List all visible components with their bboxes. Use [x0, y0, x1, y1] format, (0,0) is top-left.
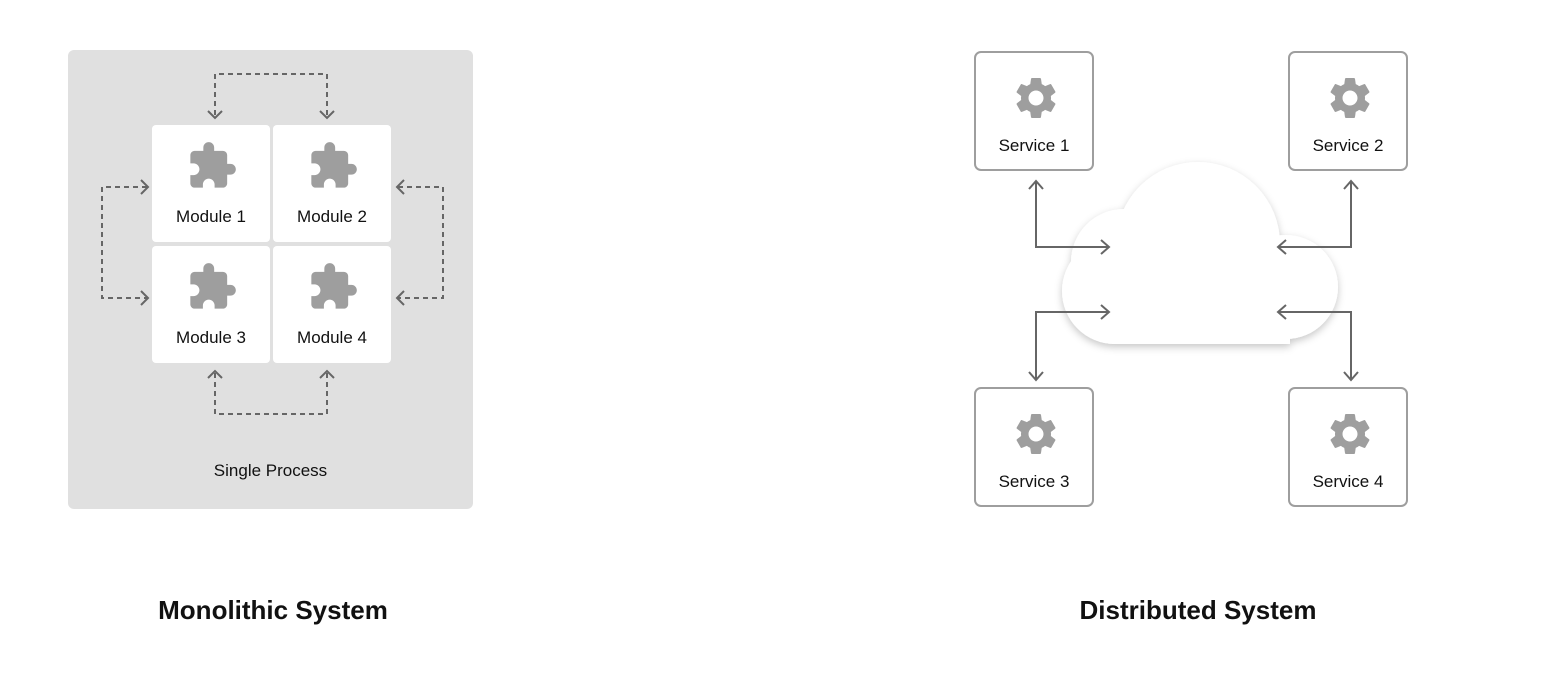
module-label: Module 2	[297, 207, 367, 226]
service-2: Service 2	[1288, 51, 1408, 171]
service-label: Service 2	[1312, 136, 1384, 155]
service-3: Service 3	[974, 387, 1094, 507]
service-label: Service 1	[998, 136, 1070, 155]
cloud-icon	[1062, 162, 1338, 344]
single-process-label: Single Process	[213, 461, 328, 480]
module-label: Module 4	[297, 328, 367, 347]
gear-icon	[1011, 73, 1061, 123]
gear-icon	[1011, 409, 1061, 459]
gear-icon	[1325, 409, 1375, 459]
service-4: Service 4	[1288, 387, 1408, 507]
module-1: Module 1	[152, 125, 270, 242]
single-process-container	[68, 50, 473, 509]
service-connection-arrows	[1028, 179, 1359, 382]
service-1: Service 1	[974, 51, 1094, 171]
gear-icon	[1325, 73, 1375, 123]
service-label: Service 4	[1312, 472, 1384, 491]
module-label: Module 1	[176, 207, 246, 226]
module-2: Module 2	[273, 125, 391, 242]
module-label: Module 3	[176, 328, 246, 347]
monolithic-system-caption: Monolithic System	[158, 595, 388, 625]
distributed-system-caption: Distributed System	[1079, 595, 1317, 625]
module-4: Module 4	[273, 246, 391, 363]
module-3: Module 3	[152, 246, 270, 363]
service-label: Service 3	[998, 472, 1070, 491]
